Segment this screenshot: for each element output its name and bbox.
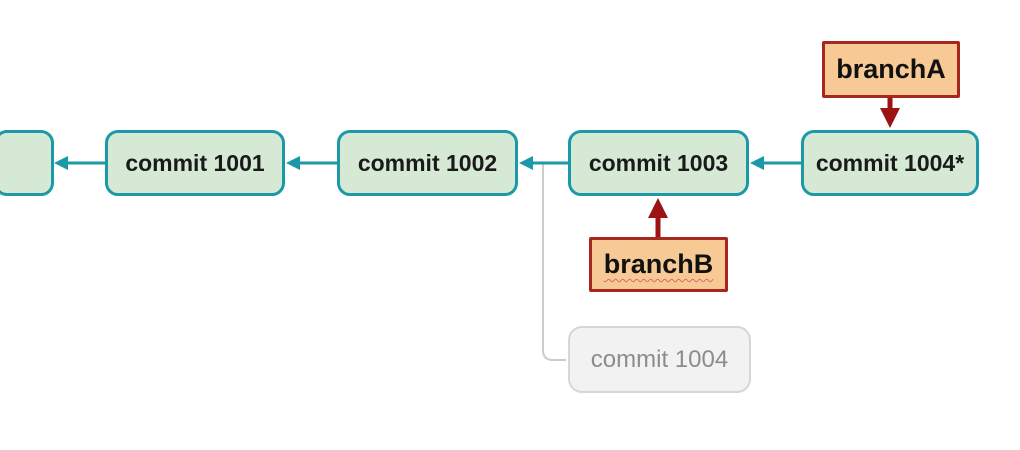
arrow-branchb-to-commit1003 [648, 198, 668, 237]
node-label: commit 1004* [815, 149, 965, 176]
arrow-commit1004-to-commit1003 [750, 156, 801, 170]
branch-label: branchA [836, 54, 946, 84]
branch-label: branchB [603, 249, 714, 279]
node-label: commit 1003 [588, 149, 729, 176]
arrow-commit1002-to-commit1001 [286, 156, 337, 170]
node-commit-1003: commit 1003 [568, 130, 749, 196]
node-branch-b: branchB [589, 237, 728, 292]
node-commit-1001: commit 1001 [105, 130, 285, 196]
detached-connector-line [542, 164, 566, 361]
arrow-commit1003-to-commit1002 [519, 156, 568, 170]
node-commit-1004-detached: commit 1004 [568, 326, 751, 393]
node-label: commit 1001 [125, 149, 265, 176]
node-commit-1002: commit 1002 [337, 130, 518, 196]
node-commit-1004-current: commit 1004* [801, 130, 979, 196]
node-label: commit 1004 [590, 345, 729, 373]
arrow-brancha-to-commit1004 [880, 98, 900, 128]
node-commit-offscreen [0, 130, 54, 196]
node-branch-a: branchA [822, 41, 960, 98]
node-label: commit 1002 [357, 149, 498, 176]
arrow-commit1001-to-parent [54, 156, 105, 170]
